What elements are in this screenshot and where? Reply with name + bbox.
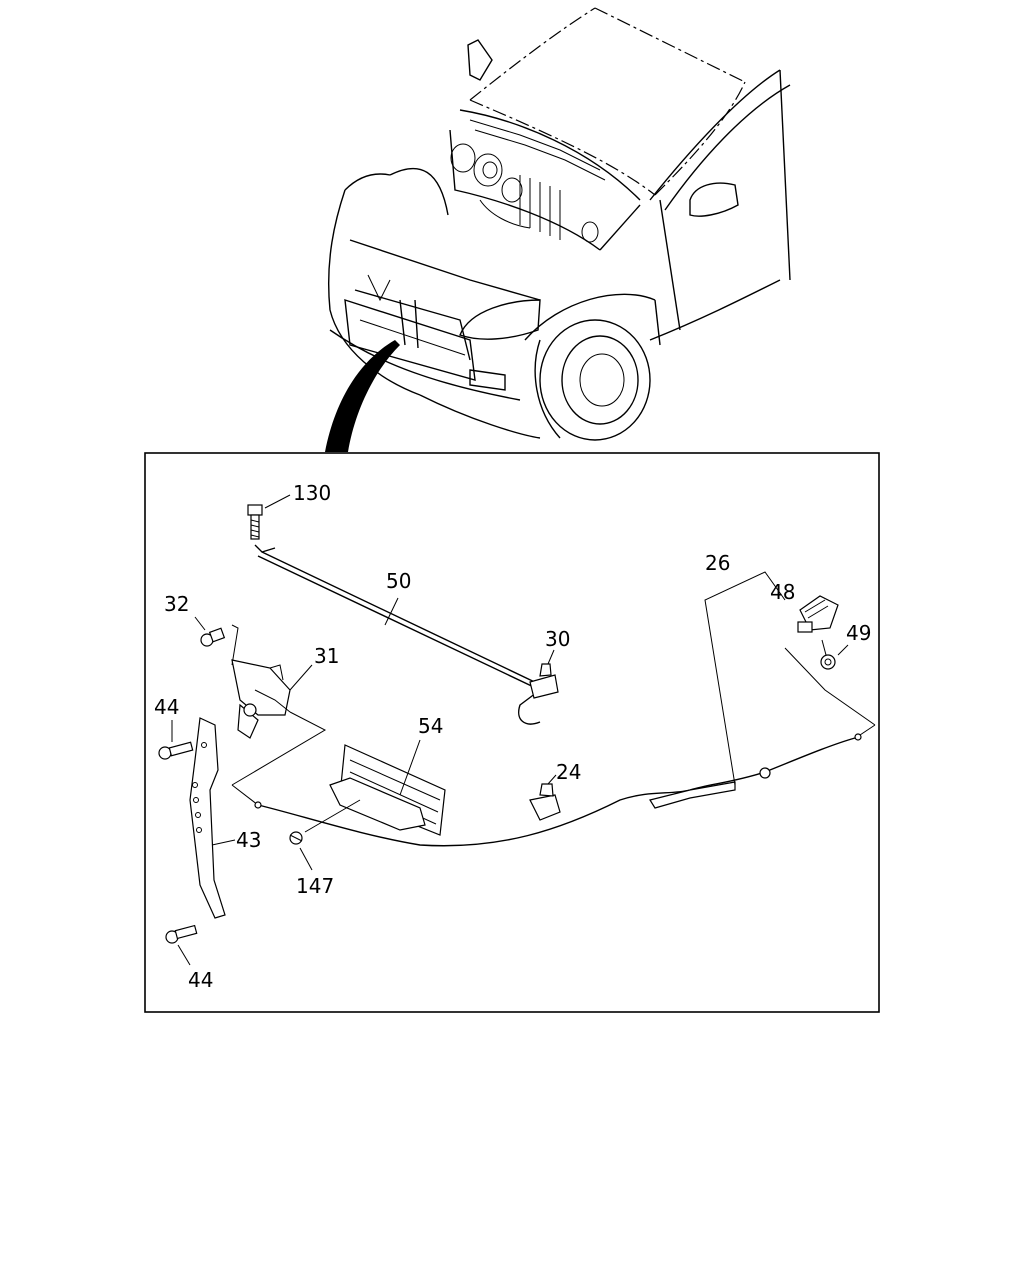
callout-147: 147 (296, 874, 334, 898)
release-handle-48 (797, 595, 839, 633)
clip-24-icon (529, 783, 561, 821)
callout-49: 49 (846, 621, 871, 645)
release-cable-26 (231, 724, 876, 847)
clip-30-icon (529, 663, 559, 699)
bolt-44-lower-icon (165, 924, 198, 944)
callout-50: 50 (386, 569, 411, 593)
callout-130: 130 (293, 481, 331, 505)
callout-30: 30 (545, 627, 570, 651)
bolt-44-upper-icon (158, 741, 194, 760)
screw-49-icon (820, 654, 836, 670)
callout-24: 24 (556, 760, 581, 784)
vehicle-illustration (325, 7, 791, 452)
callout-44-upper: 44 (154, 695, 179, 719)
callout-31: 31 (314, 644, 339, 668)
callout-26: 26 (705, 551, 730, 575)
callout-43: 43 (236, 828, 261, 852)
bolt-130-icon (247, 504, 263, 540)
clip-147-icon (289, 831, 303, 845)
cover-54 (329, 744, 446, 836)
callout-48: 48 (770, 580, 795, 604)
latch-bracket-43 (189, 717, 226, 919)
bolt-32-icon (200, 627, 226, 647)
callout-54: 54 (418, 714, 443, 738)
callout-32: 32 (164, 592, 189, 616)
callout-44-lower: 44 (188, 968, 213, 992)
detail-frame (144, 452, 880, 1013)
hood-latch-31 (231, 659, 291, 739)
hood-support-rod-50 (254, 544, 544, 725)
